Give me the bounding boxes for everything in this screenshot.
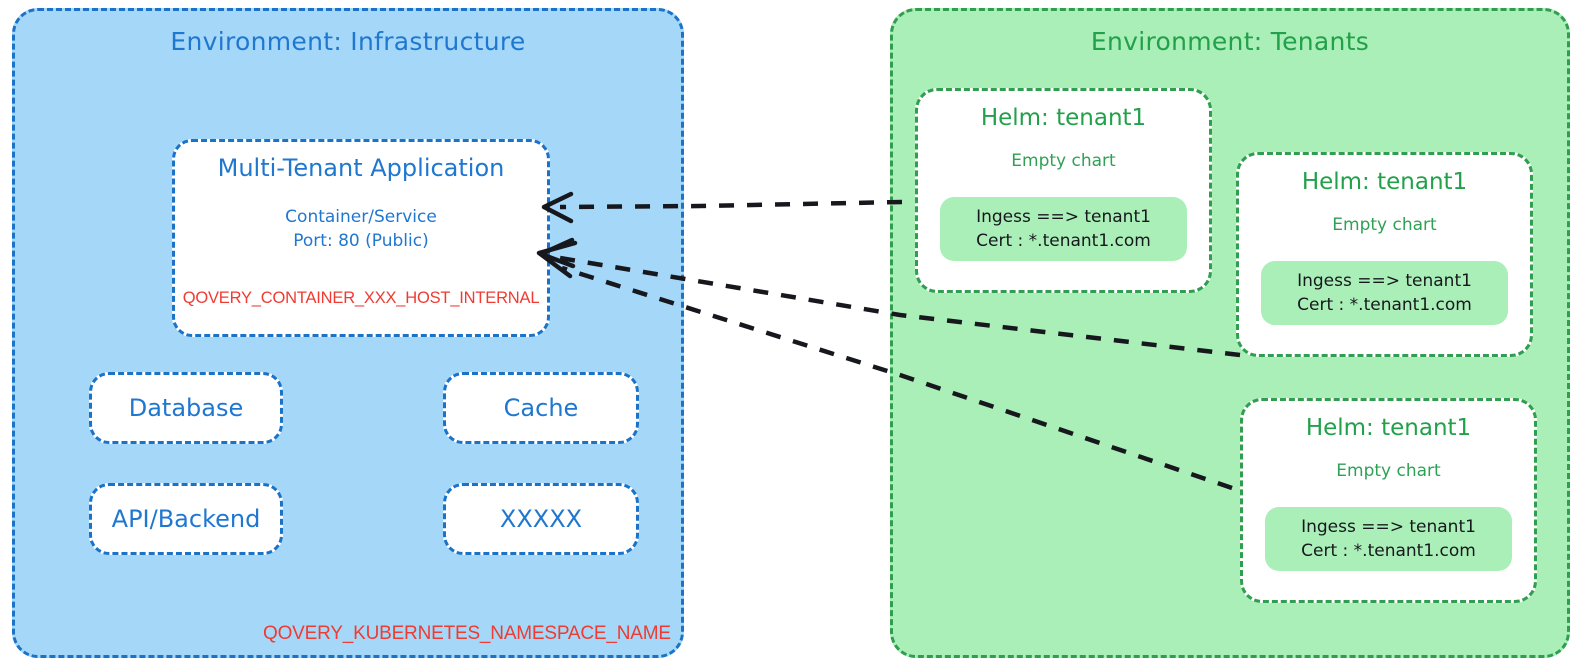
ingress-chip-2: Ingess ==> tenant1 Cert : *.tenant1.com: [1261, 261, 1508, 326]
helm-release-title-1: Helm: tenant1: [980, 105, 1147, 131]
ingress-chip-1: Ingess ==> tenant1 Cert : *.tenant1.com: [940, 197, 1187, 262]
application-host-internal-env-var: QOVERY_CONTAINER_XXX_HOST_INTERNAL: [182, 289, 540, 307]
helm-release-subtitle-1: Empty chart: [1011, 151, 1116, 171]
service-label-cache: Cache: [503, 394, 579, 422]
service-box-xxxxx[interactable]: XXXXX: [443, 483, 639, 555]
ingress-route-label-2: Ingess ==> tenant1: [1297, 271, 1472, 291]
kubernetes-namespace-env-var: QOVERY_KUBERNETES_NAMESPACE_NAME: [263, 623, 671, 644]
helm-release-box-1[interactable]: Helm: tenant1 Empty chart Ingess ==> ten…: [915, 88, 1212, 293]
helm-release-title-2: Helm: tenant1: [1301, 169, 1468, 195]
multi-tenant-application-title: Multi-Tenant Application: [217, 154, 505, 182]
ingress-cert-label-1: Cert : *.tenant1.com: [976, 231, 1151, 252]
application-port-label: Port: 80 (Public): [293, 230, 429, 251]
service-box-cache[interactable]: Cache: [443, 372, 639, 444]
helm-release-subtitle-3: Empty chart: [1336, 461, 1441, 481]
helm-release-box-3[interactable]: Helm: tenant1 Empty chart Ingess ==> ten…: [1240, 398, 1537, 603]
ingress-cert-label-3: Cert : *.tenant1.com: [1301, 541, 1476, 562]
environment-tenants-title: Environment: Tenants: [1090, 27, 1370, 56]
helm-release-subtitle-2: Empty chart: [1332, 215, 1437, 235]
ingress-route-label-3: Ingess ==> tenant1: [1301, 517, 1476, 537]
helm-release-box-2[interactable]: Helm: tenant1 Empty chart Ingess ==> ten…: [1236, 152, 1533, 357]
application-kind-label: Container/Service: [285, 206, 437, 227]
ingress-cert-label-2: Cert : *.tenant1.com: [1297, 295, 1472, 316]
service-label-api-backend: API/Backend: [111, 505, 261, 533]
service-label-xxxxx: XXXXX: [499, 505, 583, 533]
ingress-chip-3: Ingess ==> tenant1 Cert : *.tenant1.com: [1265, 507, 1512, 572]
service-box-database[interactable]: Database: [89, 372, 283, 444]
multi-tenant-application-details: Container/Service Port: 80 (Public): [285, 205, 437, 253]
ingress-route-label-1: Ingess ==> tenant1: [976, 207, 1151, 227]
environment-infrastructure-title: Environment: Infrastructure: [170, 27, 526, 56]
environment-infrastructure-panel: Environment: Infrastructure Multi-Tenant…: [12, 8, 684, 658]
multi-tenant-application-box[interactable]: Multi-Tenant Application Container/Servi…: [172, 139, 550, 337]
service-box-api-backend[interactable]: API/Backend: [89, 483, 283, 555]
service-label-database: Database: [128, 394, 244, 422]
helm-release-title-3: Helm: tenant1: [1305, 415, 1472, 441]
